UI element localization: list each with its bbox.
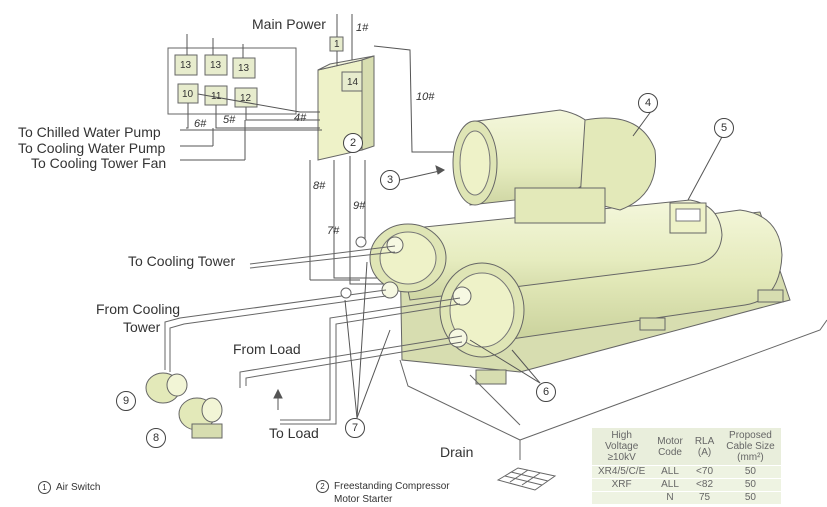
- drain-label: Drain: [440, 444, 474, 460]
- relay-10-number: 10: [182, 89, 194, 100]
- relay-13-b-number: 13: [210, 60, 222, 71]
- wire-10-tag: 10#: [416, 91, 435, 103]
- drain-grate: [496, 467, 557, 491]
- relay-12-number: 12: [240, 93, 252, 104]
- relay-14-number: 14: [347, 77, 359, 88]
- wire-9-tag: 9#: [353, 200, 366, 212]
- main-power-label: Main Power: [252, 16, 326, 32]
- chiller-unit: [369, 109, 791, 385]
- to-load-label: To Load: [269, 425, 319, 441]
- header-rla: RLA(A): [688, 428, 721, 466]
- relay-13-b: [204, 54, 228, 76]
- wire-7-tag: 7#: [327, 225, 340, 237]
- from-load-label: From Load: [233, 341, 301, 357]
- to-cooling-tower-label: To Cooling Tower: [128, 253, 236, 269]
- callout-6: 6: [536, 382, 556, 402]
- relay-13-c-number: 13: [238, 63, 250, 74]
- wire-4-tag: 4#: [294, 112, 307, 124]
- relay-13-c: [232, 57, 256, 79]
- relay-14: [341, 71, 363, 92]
- wire-5-tag: 5#: [223, 114, 236, 126]
- callout-7: 7: [345, 418, 365, 438]
- callout-5: 5: [714, 118, 734, 138]
- to-cooling-water-pump-label: To Cooling Water Pump: [18, 140, 166, 156]
- wire-8-tag: 8#: [313, 180, 326, 192]
- callout-3: 3: [380, 170, 400, 190]
- relay-13-a: [174, 54, 198, 76]
- pump-8: [178, 397, 223, 439]
- arrows: [273, 109, 724, 419]
- relay-13-a-number: 13: [180, 60, 192, 71]
- wire-1-tag: 1#: [356, 22, 369, 34]
- piping: [164, 245, 827, 460]
- remote-control-panel: [167, 47, 297, 115]
- from-cooling-tower-label-line2: Tower: [123, 319, 161, 335]
- callout-2: 2: [343, 133, 363, 153]
- relay-11-number: 11: [211, 91, 222, 102]
- to-cooling-tower-fan-label: To Cooling Tower Fan: [31, 155, 167, 171]
- from-cooling-tower-label-line1: From Cooling: [96, 301, 181, 317]
- callout-8: 8: [146, 428, 166, 448]
- air-switch-number: 1: [334, 39, 340, 50]
- callout-4: 4: [638, 93, 658, 113]
- wire-6-tag: 6#: [194, 118, 207, 130]
- flow-switches: [340, 236, 367, 299]
- callout-9: 9: [116, 391, 136, 411]
- to-chilled-water-pump-label: To Chilled Water Pump: [18, 124, 161, 140]
- pump-9: [145, 372, 188, 404]
